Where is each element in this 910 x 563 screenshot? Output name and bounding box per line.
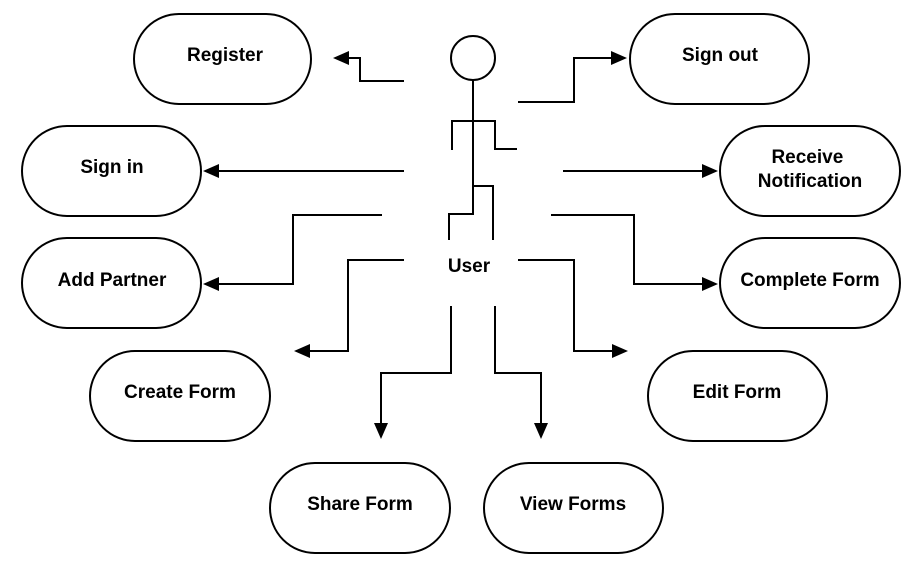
use-case-register-shape: [133, 13, 312, 105]
use-case-edit-form[interactable]: Edit Form: [647, 350, 828, 442]
use-case-register-label: Register: [187, 45, 264, 66]
edge-sign-in: [203, 164, 404, 178]
edge-sign-out-line: [518, 57, 613, 103]
use-case-complete-form[interactable]: Complete Form: [719, 237, 901, 329]
use-case-complete-form-shape: [719, 237, 901, 329]
actor-left-leg: [448, 190, 474, 240]
use-case-add-partner[interactable]: Add Partner: [21, 237, 202, 329]
use-case-sign-out-shape: [629, 13, 810, 105]
use-case-receive-notification[interactable]: Receive Notification: [719, 125, 901, 217]
use-case-sign-out[interactable]: Sign out: [629, 13, 810, 105]
use-case-sign-in-label: Sign in: [80, 157, 143, 178]
use-case-view-forms-label: View Forms: [520, 494, 626, 515]
use-case-share-form[interactable]: Share Form: [269, 462, 451, 554]
use-case-create-form-shape: [89, 350, 271, 442]
use-case-share-form-label: Share Form: [307, 494, 413, 515]
use-case-edit-form-shape: [647, 350, 828, 442]
actor-right-arm: [473, 120, 517, 150]
edge-receive-notification-arrowhead: [702, 164, 718, 178]
use-case-register[interactable]: Register: [133, 13, 312, 105]
edge-sign-out-arrowhead: [611, 51, 627, 65]
edge-complete-form: [551, 214, 718, 291]
use-case-receive-notification-shape: [719, 125, 901, 217]
use-case-complete-form-label: Complete Form: [740, 270, 879, 291]
edge-edit-form-arrowhead: [612, 344, 628, 358]
edge-view-forms-arrowhead: [534, 423, 548, 439]
edge-view-forms: [494, 306, 548, 439]
edge-sign-out: [518, 51, 627, 103]
edge-view-forms-line: [494, 306, 542, 425]
edge-add-partner-arrowhead: [203, 277, 219, 291]
use-case-sign-in[interactable]: Sign in: [21, 125, 202, 217]
edge-create-form-arrowhead: [294, 344, 310, 358]
edge-create-form-line: [308, 259, 404, 352]
edge-register-arrowhead: [333, 51, 349, 65]
edge-sign-in-arrowhead: [203, 164, 219, 178]
actor-label: User: [448, 256, 491, 277]
edge-register-line: [345, 57, 404, 82]
use-case-view-forms-shape: [483, 462, 664, 554]
edge-share-form-line: [380, 306, 452, 425]
use-case-sign-in-shape: [21, 125, 202, 217]
use-case-share-form-shape: [269, 462, 451, 554]
use-case-add-partner-label: Add Partner: [58, 270, 167, 291]
edge-share-form-arrowhead: [374, 423, 388, 439]
edge-add-partner: [203, 214, 382, 291]
edge-register: [333, 51, 404, 82]
use-case-create-form[interactable]: Create Form: [89, 350, 271, 442]
edge-edit-form: [518, 259, 628, 358]
actor-left-arm: [451, 120, 473, 150]
use-case-receive-notification-label: Receive Notification: [758, 147, 863, 192]
edge-create-form: [294, 259, 404, 358]
edge-share-form: [374, 306, 452, 439]
edge-complete-form-arrowhead: [702, 277, 718, 291]
edge-edit-form-line: [518, 259, 614, 352]
use-case-receive-notification-line-1: Receive: [771, 147, 843, 168]
actor-head: [450, 35, 496, 81]
edge-add-partner-line: [216, 214, 382, 285]
use-case-sign-out-label: Sign out: [682, 45, 759, 66]
use-case-edit-form-label: Edit Form: [693, 382, 782, 403]
use-case-add-partner-shape: [21, 237, 202, 329]
use-case-receive-notification-line-2: Notification: [758, 171, 863, 192]
actor-user: User: [448, 35, 517, 277]
use-case-view-forms[interactable]: View Forms: [483, 462, 664, 554]
edge-complete-form-line: [551, 214, 704, 285]
use-case-create-form-label: Create Form: [124, 382, 236, 403]
actor-right-leg: [473, 185, 494, 240]
edge-receive-notification: [563, 164, 718, 178]
